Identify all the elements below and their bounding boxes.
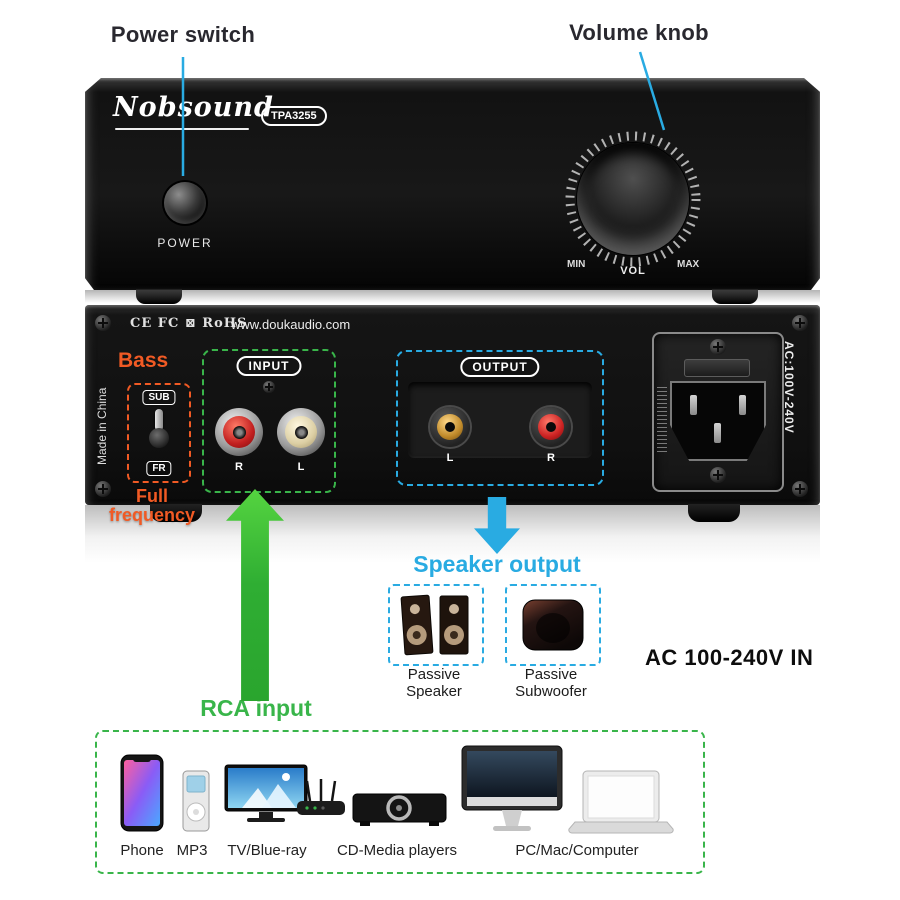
- mp3-player-icon: [182, 770, 210, 832]
- screw-icon: [263, 381, 275, 393]
- device-label-cd: CD-Media players: [336, 842, 458, 859]
- power-switch-callout: Power switch: [110, 22, 256, 47]
- binding-post-hole: [445, 422, 455, 432]
- ac-prong: [739, 395, 746, 415]
- imac-icon: [461, 745, 563, 831]
- model-badge: TPA3255: [261, 106, 327, 126]
- screw-icon: [95, 481, 111, 497]
- volume-knob-callout: Volume knob: [569, 20, 709, 45]
- ac-in-callout: AC 100-240V IN: [645, 645, 814, 670]
- speaker-output-group: OUTPUT L R: [396, 350, 604, 486]
- binding-post-right-ring: [538, 414, 564, 440]
- amplifier-rear-panel: CE FC ⊠ RoHS www.doukaudio.com Bass Made…: [85, 305, 820, 505]
- bass-callout: Bass: [118, 349, 169, 372]
- sub-label: SUB: [142, 390, 176, 405]
- ac-prong: [714, 423, 721, 443]
- passive-speaker-caption: Passive Speaker: [406, 666, 462, 700]
- bass-toggle-group: SUB FR: [127, 383, 191, 483]
- rca-jack-white: [277, 408, 325, 456]
- input-label: INPUT: [236, 356, 302, 376]
- volume-label: VOL: [620, 265, 646, 277]
- power-button-label: POWER: [157, 236, 213, 250]
- rca-jack-red: [215, 408, 263, 456]
- rca-jack-red-ring: [223, 416, 255, 448]
- screw-icon: [792, 481, 808, 497]
- screw-icon: [792, 315, 808, 331]
- power-button: [164, 182, 206, 224]
- toggle-switch: [149, 428, 169, 448]
- fuse-holder: [684, 359, 750, 377]
- phone-icon: [120, 754, 164, 832]
- screw-icon: [710, 467, 726, 483]
- speaker-pair-icon: [400, 594, 469, 656]
- rca-jack-hole: [232, 425, 246, 439]
- router-icon: [297, 779, 345, 815]
- tv-icon: [224, 764, 308, 822]
- toggle-switch-lever: [155, 409, 163, 431]
- rear-foot-left: [150, 504, 202, 522]
- device-label-tv: TV/Blue-ray: [227, 842, 307, 859]
- cd-player-icon: [352, 793, 447, 826]
- binding-post-left-ring: [437, 414, 463, 440]
- screw-icon: [710, 339, 726, 355]
- ac-socket: [670, 381, 766, 461]
- rca-jack-hole: [294, 425, 308, 439]
- output-left-label: L: [446, 452, 454, 464]
- front-panel-shadow: [85, 290, 820, 303]
- ac-rating-text: AC:100V-240V: [782, 341, 796, 434]
- made-in-china-text: Made in China: [95, 387, 109, 465]
- volume-max-label: MAX: [677, 259, 700, 270]
- output-label: OUTPUT: [460, 357, 540, 377]
- ac-inlet: [652, 332, 784, 492]
- website-text: www.doukaudio.com: [231, 317, 351, 332]
- brand-logo-underline: [115, 128, 249, 130]
- passive-subwoofer-box: [505, 584, 601, 666]
- input-right-label: R: [235, 461, 243, 473]
- volume-knob: [577, 143, 689, 255]
- binding-post-right: [531, 407, 571, 447]
- speaker-output-callout: Speaker output: [413, 551, 581, 577]
- spec-fine-print: [657, 386, 667, 452]
- device-label-mp3: MP3: [176, 842, 208, 859]
- fr-label: FR: [146, 461, 172, 476]
- rca-input-arrow-icon: [226, 489, 284, 701]
- rear-foot-right: [688, 504, 740, 522]
- full-frequency-callout: Full frequency: [108, 486, 196, 525]
- source-devices-box: Phone MP3 TV/Blue-ray CD-Media players P…: [95, 730, 705, 874]
- binding-post-left: [430, 407, 470, 447]
- front-foot-right: [712, 289, 758, 304]
- ac-prong: [690, 395, 697, 415]
- certification-marks: CE FC ⊠ RoHS: [130, 316, 248, 331]
- front-foot-left: [136, 289, 182, 304]
- input-left-label: L: [297, 461, 305, 473]
- rca-jack-white-ring: [285, 416, 317, 448]
- binding-post-hole: [546, 422, 556, 432]
- output-right-label: R: [547, 452, 555, 464]
- device-label-pc: PC/Mac/Computer: [515, 842, 639, 859]
- volume-min-label: MIN: [567, 259, 586, 270]
- device-label-phone: Phone: [120, 842, 164, 859]
- passive-subwoofer-caption: Passive Subwoofer: [515, 666, 587, 700]
- subwoofer-icon: [522, 599, 584, 651]
- rca-input-group: INPUT R L: [202, 349, 336, 493]
- passive-speaker-box: [388, 584, 484, 666]
- screw-icon: [95, 315, 111, 331]
- amplifier-front-panel: Nobsound TPA3255 POWER MIN VOL MAX: [85, 78, 820, 290]
- volume-ticks-ring: [565, 131, 701, 267]
- laptop-icon: [568, 770, 674, 834]
- brand-logo: Nobsound: [113, 92, 274, 123]
